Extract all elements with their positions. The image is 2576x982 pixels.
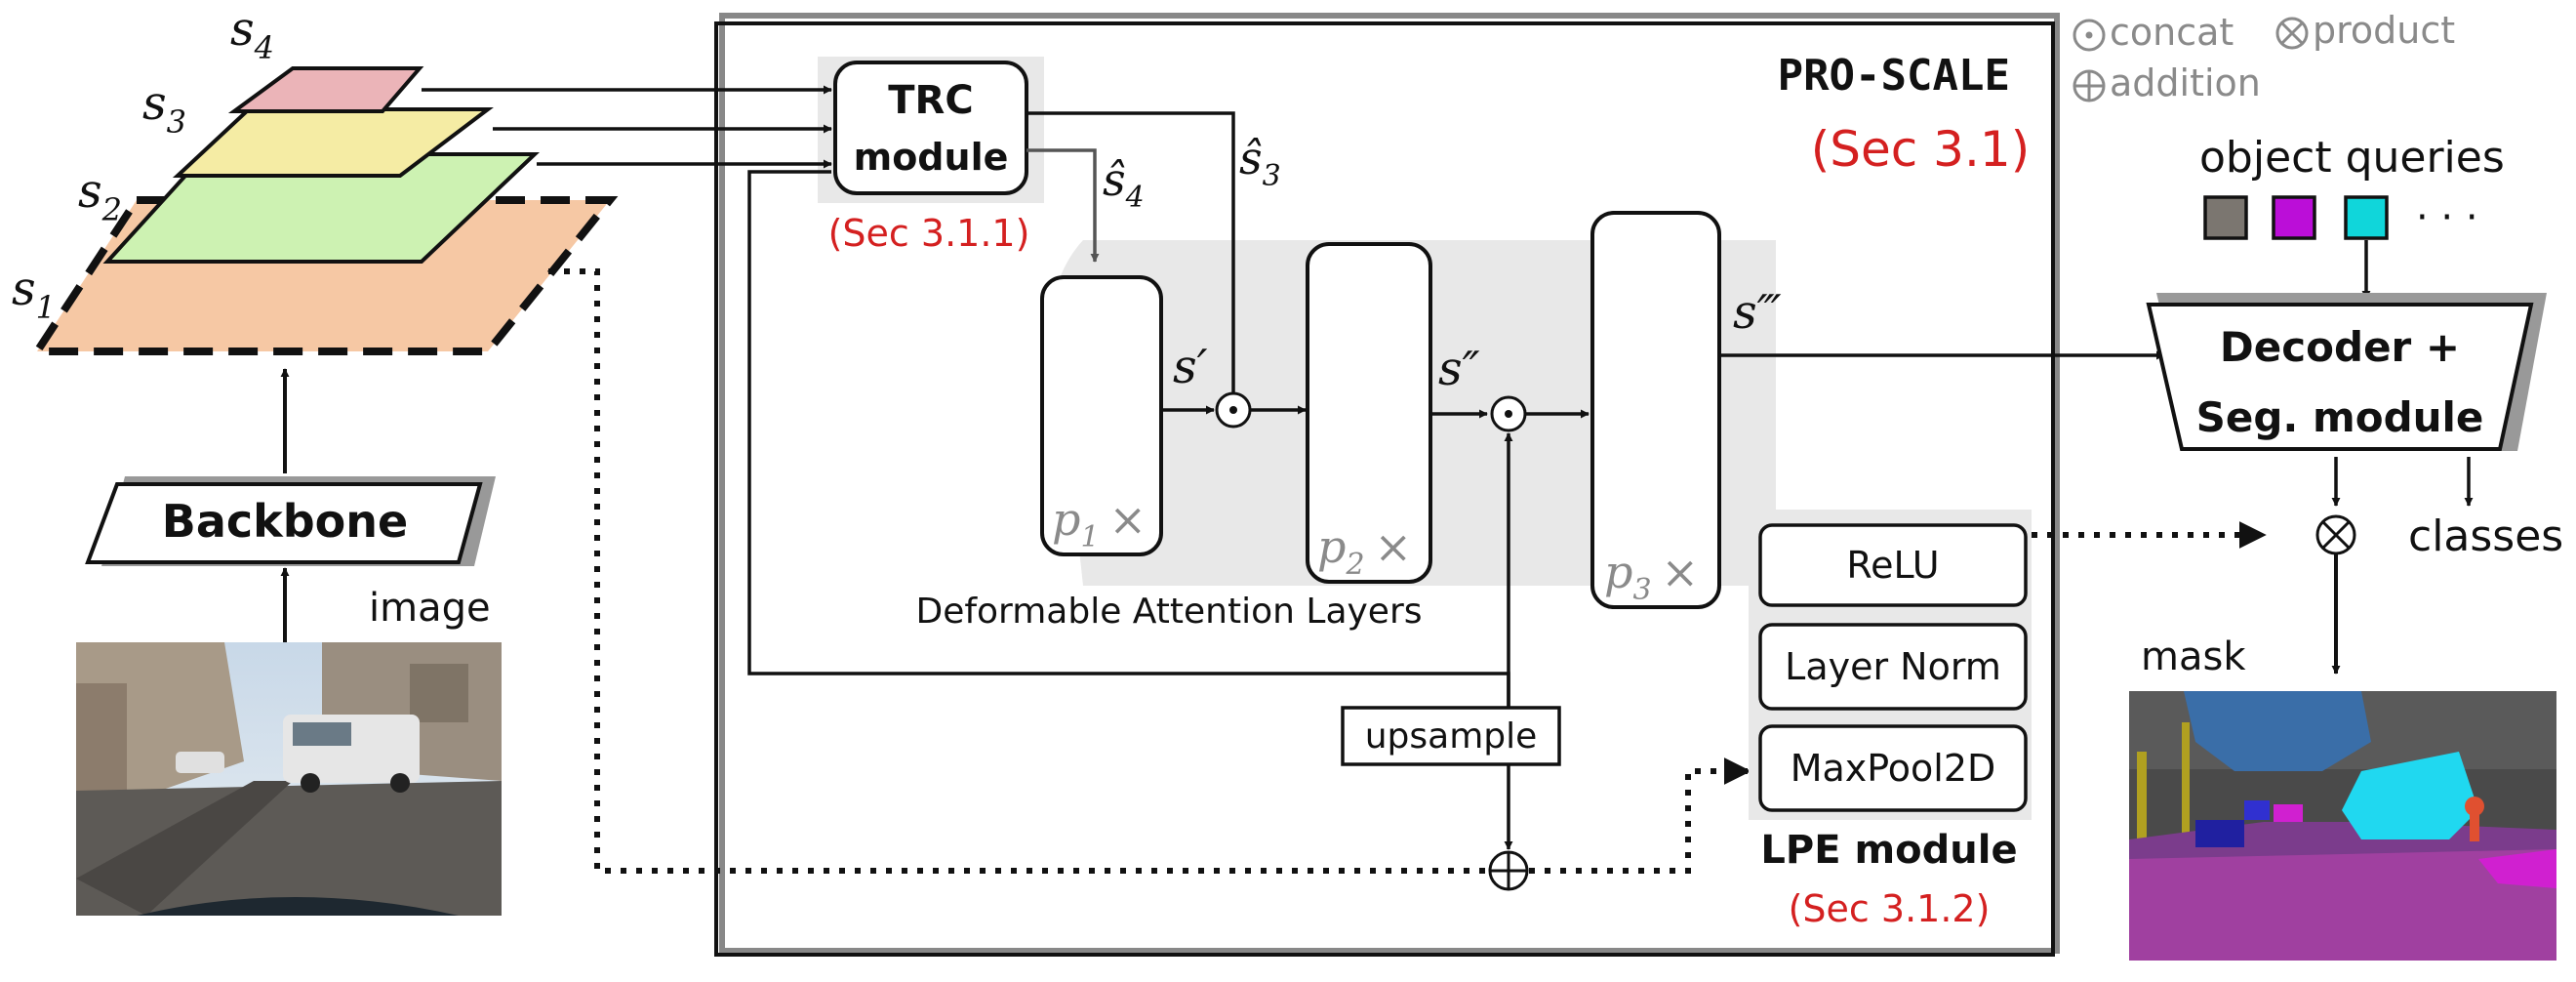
- legend-concat: concat: [2110, 11, 2234, 54]
- layer-block-p2: p2×: [1306, 242, 1432, 584]
- concat-node-2: [1490, 395, 1527, 432]
- classes-label: classes: [2408, 511, 2563, 561]
- pro-scale-title: PRO-SCALE: [1778, 51, 2010, 101]
- object-queries-label: object queries: [2199, 133, 2505, 183]
- legend: concat product addition: [2073, 9, 2455, 104]
- image-label: image: [369, 586, 491, 631]
- backbone-label: Backbone: [162, 495, 408, 548]
- trc-sec: (Sec 3.1.1): [828, 212, 1030, 255]
- product-node: [2315, 514, 2356, 555]
- hat-s3-label: ŝ3: [1239, 132, 1281, 193]
- backbone-block: Backbone: [85, 476, 496, 566]
- pro-scale-frame: [714, 21, 2055, 957]
- lpe-relu-label: ReLU: [1846, 544, 1939, 587]
- arrow-hat-s3: [1026, 111, 1238, 411]
- s-dprime-label: s″: [1438, 342, 1480, 396]
- scale-s4-label: s4: [230, 2, 274, 66]
- scale-s4-plane: [227, 66, 424, 113]
- layer-p1-label: p1×: [1052, 493, 1147, 554]
- upsample-block: upsample: [1341, 706, 1561, 766]
- hat-s4-label: ŝ4: [1103, 153, 1145, 215]
- scale-s2-label: s2: [78, 164, 122, 228]
- mask-label: mask: [2141, 634, 2246, 679]
- query-token-purple: [2272, 195, 2316, 240]
- upsample-label: upsample: [1365, 716, 1538, 757]
- lpe-layernorm-block: Layer Norm: [1758, 623, 2028, 711]
- trc-label-line2: module: [854, 136, 1009, 179]
- input-street-image: [76, 642, 502, 916]
- arrow-hat-s4: [1026, 148, 1100, 263]
- scale-s3-plane: [172, 107, 494, 178]
- query-token-gray: [2203, 195, 2248, 240]
- trc-module: TRC module: [833, 61, 1028, 195]
- query-token-cyan: [2344, 195, 2389, 240]
- lpe-title: LPE module: [1760, 828, 2017, 873]
- layer-block-p1: p1×: [1040, 275, 1163, 556]
- feature-pyramid: s1 s2 s3 s4: [12, 2, 619, 355]
- lpe-maxpool-label: MaxPool2D: [1791, 747, 1996, 790]
- legend-product: product: [2313, 9, 2455, 52]
- layer-p2-label: p2×: [1317, 520, 1412, 582]
- layer-block-p3: p3×: [1590, 211, 1721, 609]
- scale-s1-label: s1: [12, 262, 56, 326]
- pro-scale-frame-shadow: [719, 13, 2060, 954]
- trc-label-line1: TRC: [888, 78, 973, 123]
- addition-node: [1488, 850, 1529, 891]
- decoder-label-line2: Seg. module: [2196, 393, 2484, 441]
- pro-scale-sec: (Sec 3.1): [1811, 121, 2030, 178]
- layer-p3-label: p3×: [1604, 546, 1699, 607]
- s-prime-label: s′: [1173, 340, 1208, 394]
- output-segmentation-mask: [2129, 691, 2556, 961]
- deformable-attention-caption: Deformable Attention Layers: [915, 592, 1422, 632]
- concat-node-1: [1215, 391, 1252, 429]
- product-symbol-icon: [2275, 17, 2309, 50]
- lpe-maxpool-block: MaxPool2D: [1758, 724, 2028, 812]
- scale-s3-label: s3: [142, 76, 186, 141]
- lpe-sec: (Sec 3.1.2): [1789, 887, 1991, 930]
- decoder-label-line1: Decoder +: [2220, 323, 2460, 371]
- query-ellipsis: · · ·: [2416, 195, 2478, 240]
- s-tprime-label: s‴: [1733, 285, 1782, 340]
- lpe-layernorm-label: Layer Norm: [1785, 645, 2001, 688]
- concat-symbol-icon: [2073, 19, 2106, 52]
- dotted-s1-to-add: [548, 268, 1488, 874]
- dotted-add-to-lpe: [1529, 757, 1751, 874]
- legend-addition: addition: [2110, 61, 2261, 104]
- addition-symbol-icon: [2073, 69, 2106, 102]
- decoder-seg-module: Decoder + Seg. module: [2146, 293, 2547, 451]
- lpe-relu-block: ReLU: [1758, 523, 2028, 607]
